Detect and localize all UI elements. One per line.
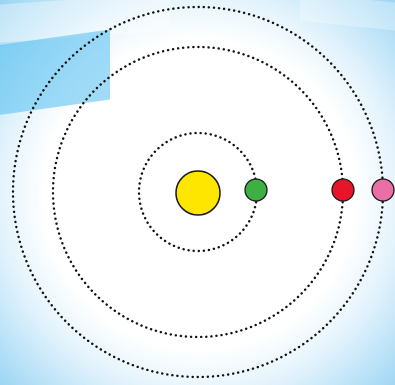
pink-planet	[372, 179, 394, 201]
red-planet	[332, 179, 354, 201]
sun	[176, 171, 220, 215]
green-planet	[245, 179, 267, 201]
